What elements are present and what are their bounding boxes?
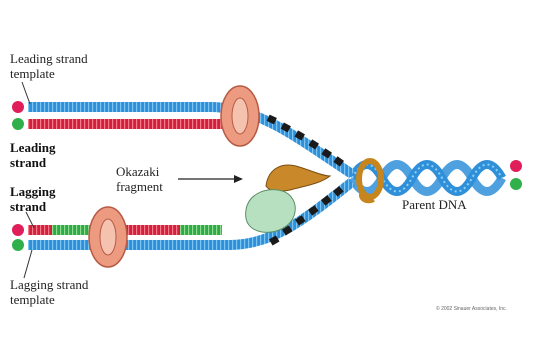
leading-template-label-line1: Leading strand xyxy=(10,52,88,66)
leading-strand-label-line2: strand xyxy=(10,156,46,170)
end-marker-right-green-icon xyxy=(510,178,522,190)
copyright-notice: © 2002 Sinauer Associates, Inc. xyxy=(436,306,507,312)
lagging-template-label-line2: template xyxy=(10,293,55,307)
leading-template-strand xyxy=(28,107,352,174)
lagging-sliding-clamp xyxy=(89,207,127,267)
leader-line-leading-template xyxy=(22,82,30,104)
end-marker-left-bottom-green-icon xyxy=(12,239,24,251)
leader-line-lagging-template xyxy=(24,250,32,278)
end-marker-left-bottom-pink-icon xyxy=(12,224,24,236)
end-marker-right-pink-icon xyxy=(510,160,522,172)
lagging-template-label-line1: Lagging strand xyxy=(10,278,88,292)
primase xyxy=(266,165,330,191)
end-marker-left-top-green-icon xyxy=(12,118,24,130)
okazaki-arrow-icon xyxy=(178,175,243,183)
end-marker-left-top-pink-icon xyxy=(12,101,24,113)
lagging-strand-label-line2: strand xyxy=(10,200,46,214)
lagging-template-strand xyxy=(28,182,352,245)
parent-dna-helix xyxy=(352,165,502,192)
okazaki-label-line2: fragment xyxy=(116,180,163,194)
lagging-strand-label-line1: Lagging xyxy=(10,185,56,199)
leading-sliding-clamp xyxy=(221,86,259,146)
okazaki-label-line1: Okazaki xyxy=(116,165,159,179)
parent-dna-label: Parent DNA xyxy=(402,198,467,212)
leading-template-label-line2: template xyxy=(10,67,55,81)
leading-strand-label-line1: Leading xyxy=(10,141,56,155)
